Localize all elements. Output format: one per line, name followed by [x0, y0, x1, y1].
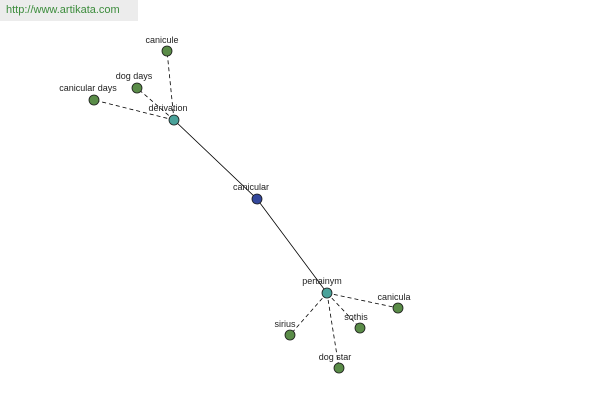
label-sirius: sirius: [274, 319, 296, 329]
edge-derivation-canicule: [166, 50, 175, 121]
label-dog-days: dog days: [116, 71, 153, 81]
node-sirius[interactable]: [284, 329, 296, 341]
edge-center-pertainym: [256, 198, 328, 294]
label-canicular-days: canicular days: [59, 83, 117, 93]
node-sothis[interactable]: [354, 322, 366, 334]
node-canicular-days[interactable]: [88, 94, 100, 106]
node-dog-star[interactable]: [333, 362, 345, 374]
edge-pertainym-dog-star: [326, 292, 340, 369]
label-canicula: canicula: [377, 292, 410, 302]
label-dog-star: dog star: [319, 352, 352, 362]
label-canicule: canicule: [145, 35, 178, 45]
label-sothis: sothis: [344, 312, 368, 322]
watermark-link[interactable]: http://www.artikata.com: [0, 0, 138, 21]
node-canicula[interactable]: [392, 302, 404, 314]
edge-derivation-dog-days: [136, 87, 175, 121]
label-pertainym: pertainym: [302, 276, 342, 286]
edge-pertainym-sirius: [289, 292, 328, 336]
node-canicule[interactable]: [161, 45, 173, 57]
label-canicular: canicular: [233, 182, 269, 192]
node-dog-days[interactable]: [131, 82, 143, 94]
node-canicular[interactable]: [251, 193, 263, 205]
edge-center-derivation: [173, 119, 258, 200]
label-derivation: derivation: [148, 103, 187, 113]
edge-pertainym-canicula: [326, 292, 399, 309]
edge-pertainym-sothis: [326, 292, 361, 329]
node-derivation[interactable]: [168, 114, 180, 126]
node-pertainym[interactable]: [321, 287, 333, 299]
